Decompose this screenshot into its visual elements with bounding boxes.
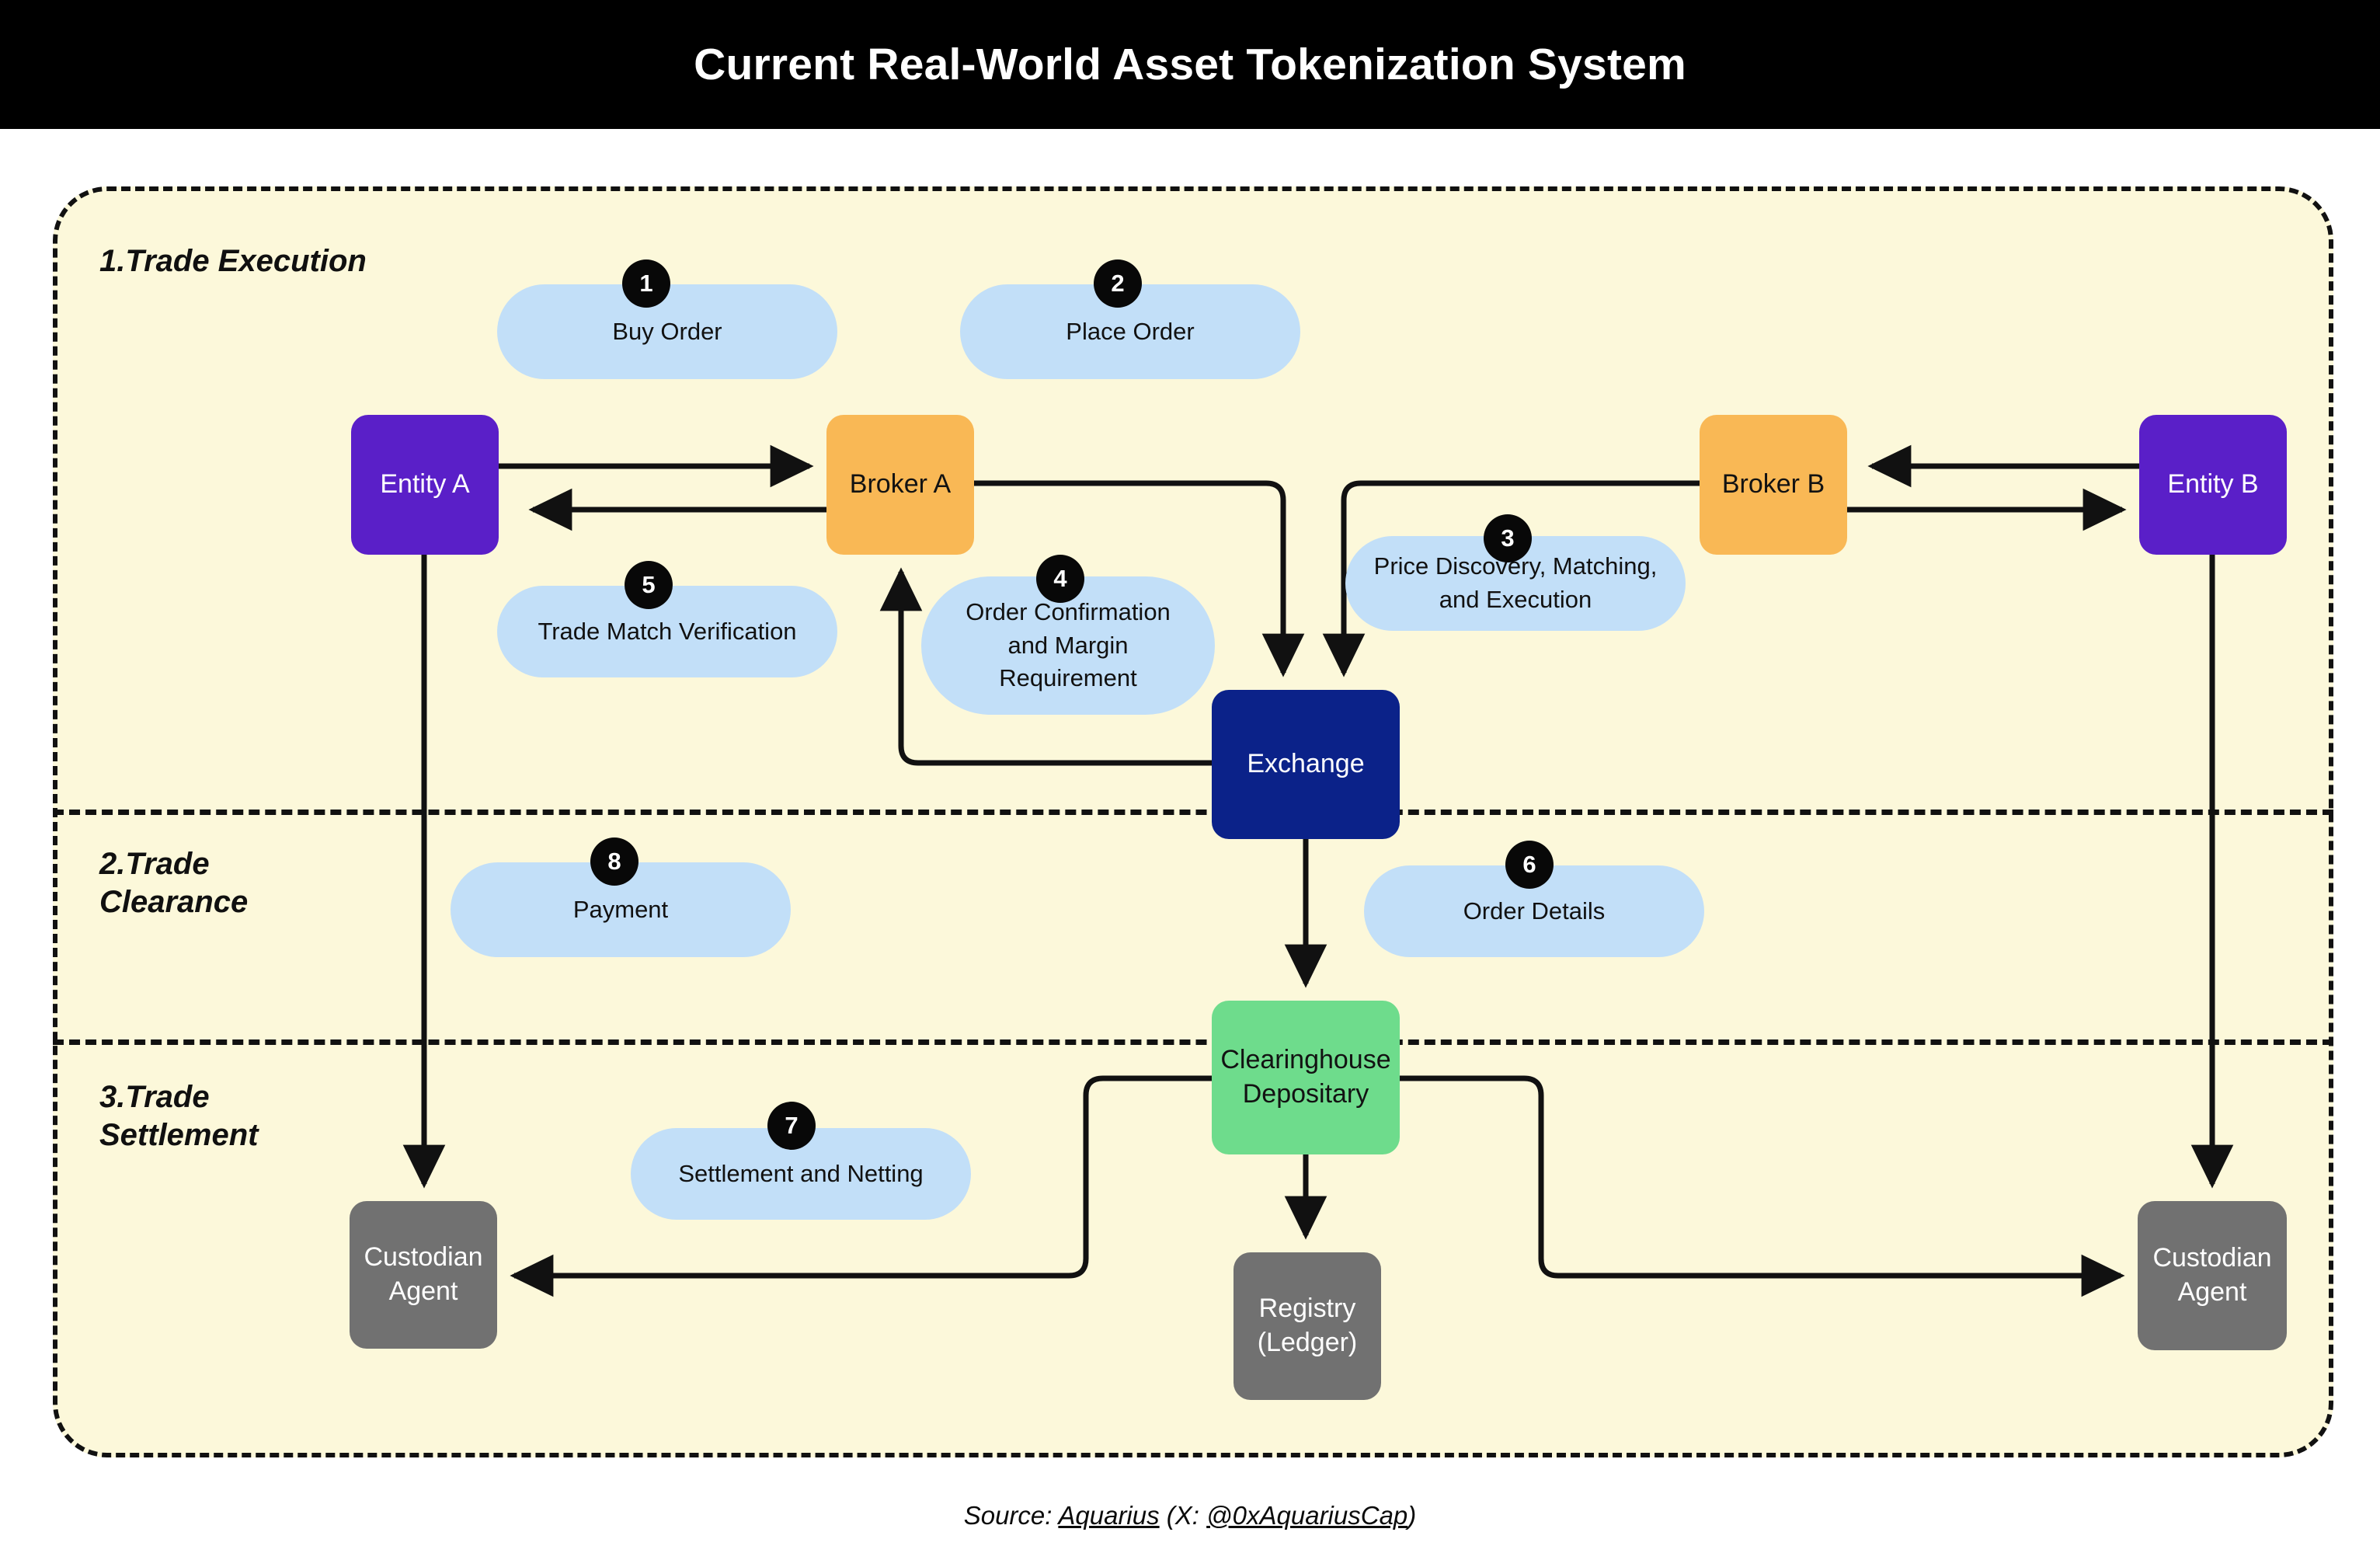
lane-divider-clearance [53,810,2333,815]
node-registry-ledger[interactable]: Registry (Ledger) [1233,1252,1381,1400]
source-handle-link[interactable]: @0xAquariusCap [1206,1501,1408,1530]
step-badge-2: 2 [1094,259,1142,308]
source-prefix: Source: [963,1501,1059,1530]
step-badge-1: 1 [622,259,670,308]
wire-broker-b-to-exchange [1322,480,1700,677]
page-title: Current Real-World Asset Tokenization Sy… [694,40,1686,89]
lane-label-trade-settlement: 3.Trade Settlement [99,1080,259,1152]
wire-broker-a-to-exchange [974,480,1305,677]
step-badge-3: 3 [1484,514,1532,562]
node-entity-a[interactable]: Entity A [351,415,499,555]
node-custodian-agent-left[interactable]: Custodian Agent [350,1201,497,1349]
source-credit: Source: Aquarius (X: @0xAquariusCap) [0,1501,2380,1530]
source-middle: (X: [1159,1501,1207,1530]
source-suffix: ) [1407,1501,1417,1530]
step-badge-5: 5 [625,561,673,609]
wire-clearinghouse-to-custodian-right [1400,1075,2125,1297]
source-name-link[interactable]: Aquarius [1058,1501,1160,1530]
step-label-trade-match-verification: Trade Match Verification [497,586,837,677]
node-broker-a[interactable]: Broker A [826,415,974,555]
node-clearinghouse-depositary[interactable]: Clearinghouse Depositary [1212,1001,1400,1154]
node-entity-b[interactable]: Entity B [2139,415,2287,555]
lane-label-trade-execution: 1.Trade Execution [99,244,367,278]
step-badge-6: 6 [1505,841,1554,889]
step-label-buy-order: Buy Order [497,284,837,379]
lane-label-trade-clearance: 2.Trade Clearance [99,847,249,919]
node-exchange[interactable]: Exchange [1212,690,1400,839]
node-custodian-agent-right[interactable]: Custodian Agent [2138,1201,2287,1350]
step-badge-7: 7 [767,1102,816,1150]
step-badge-8: 8 [590,837,638,886]
wire-exchange-to-broker-a [879,567,1212,766]
step-badge-4: 4 [1036,555,1084,603]
wire-clearinghouse-to-custodian-left [510,1075,1212,1297]
lane-divider-settlement [53,1039,2333,1045]
node-broker-b[interactable]: Broker B [1700,415,1847,555]
title-bar: Current Real-World Asset Tokenization Sy… [0,0,2380,129]
